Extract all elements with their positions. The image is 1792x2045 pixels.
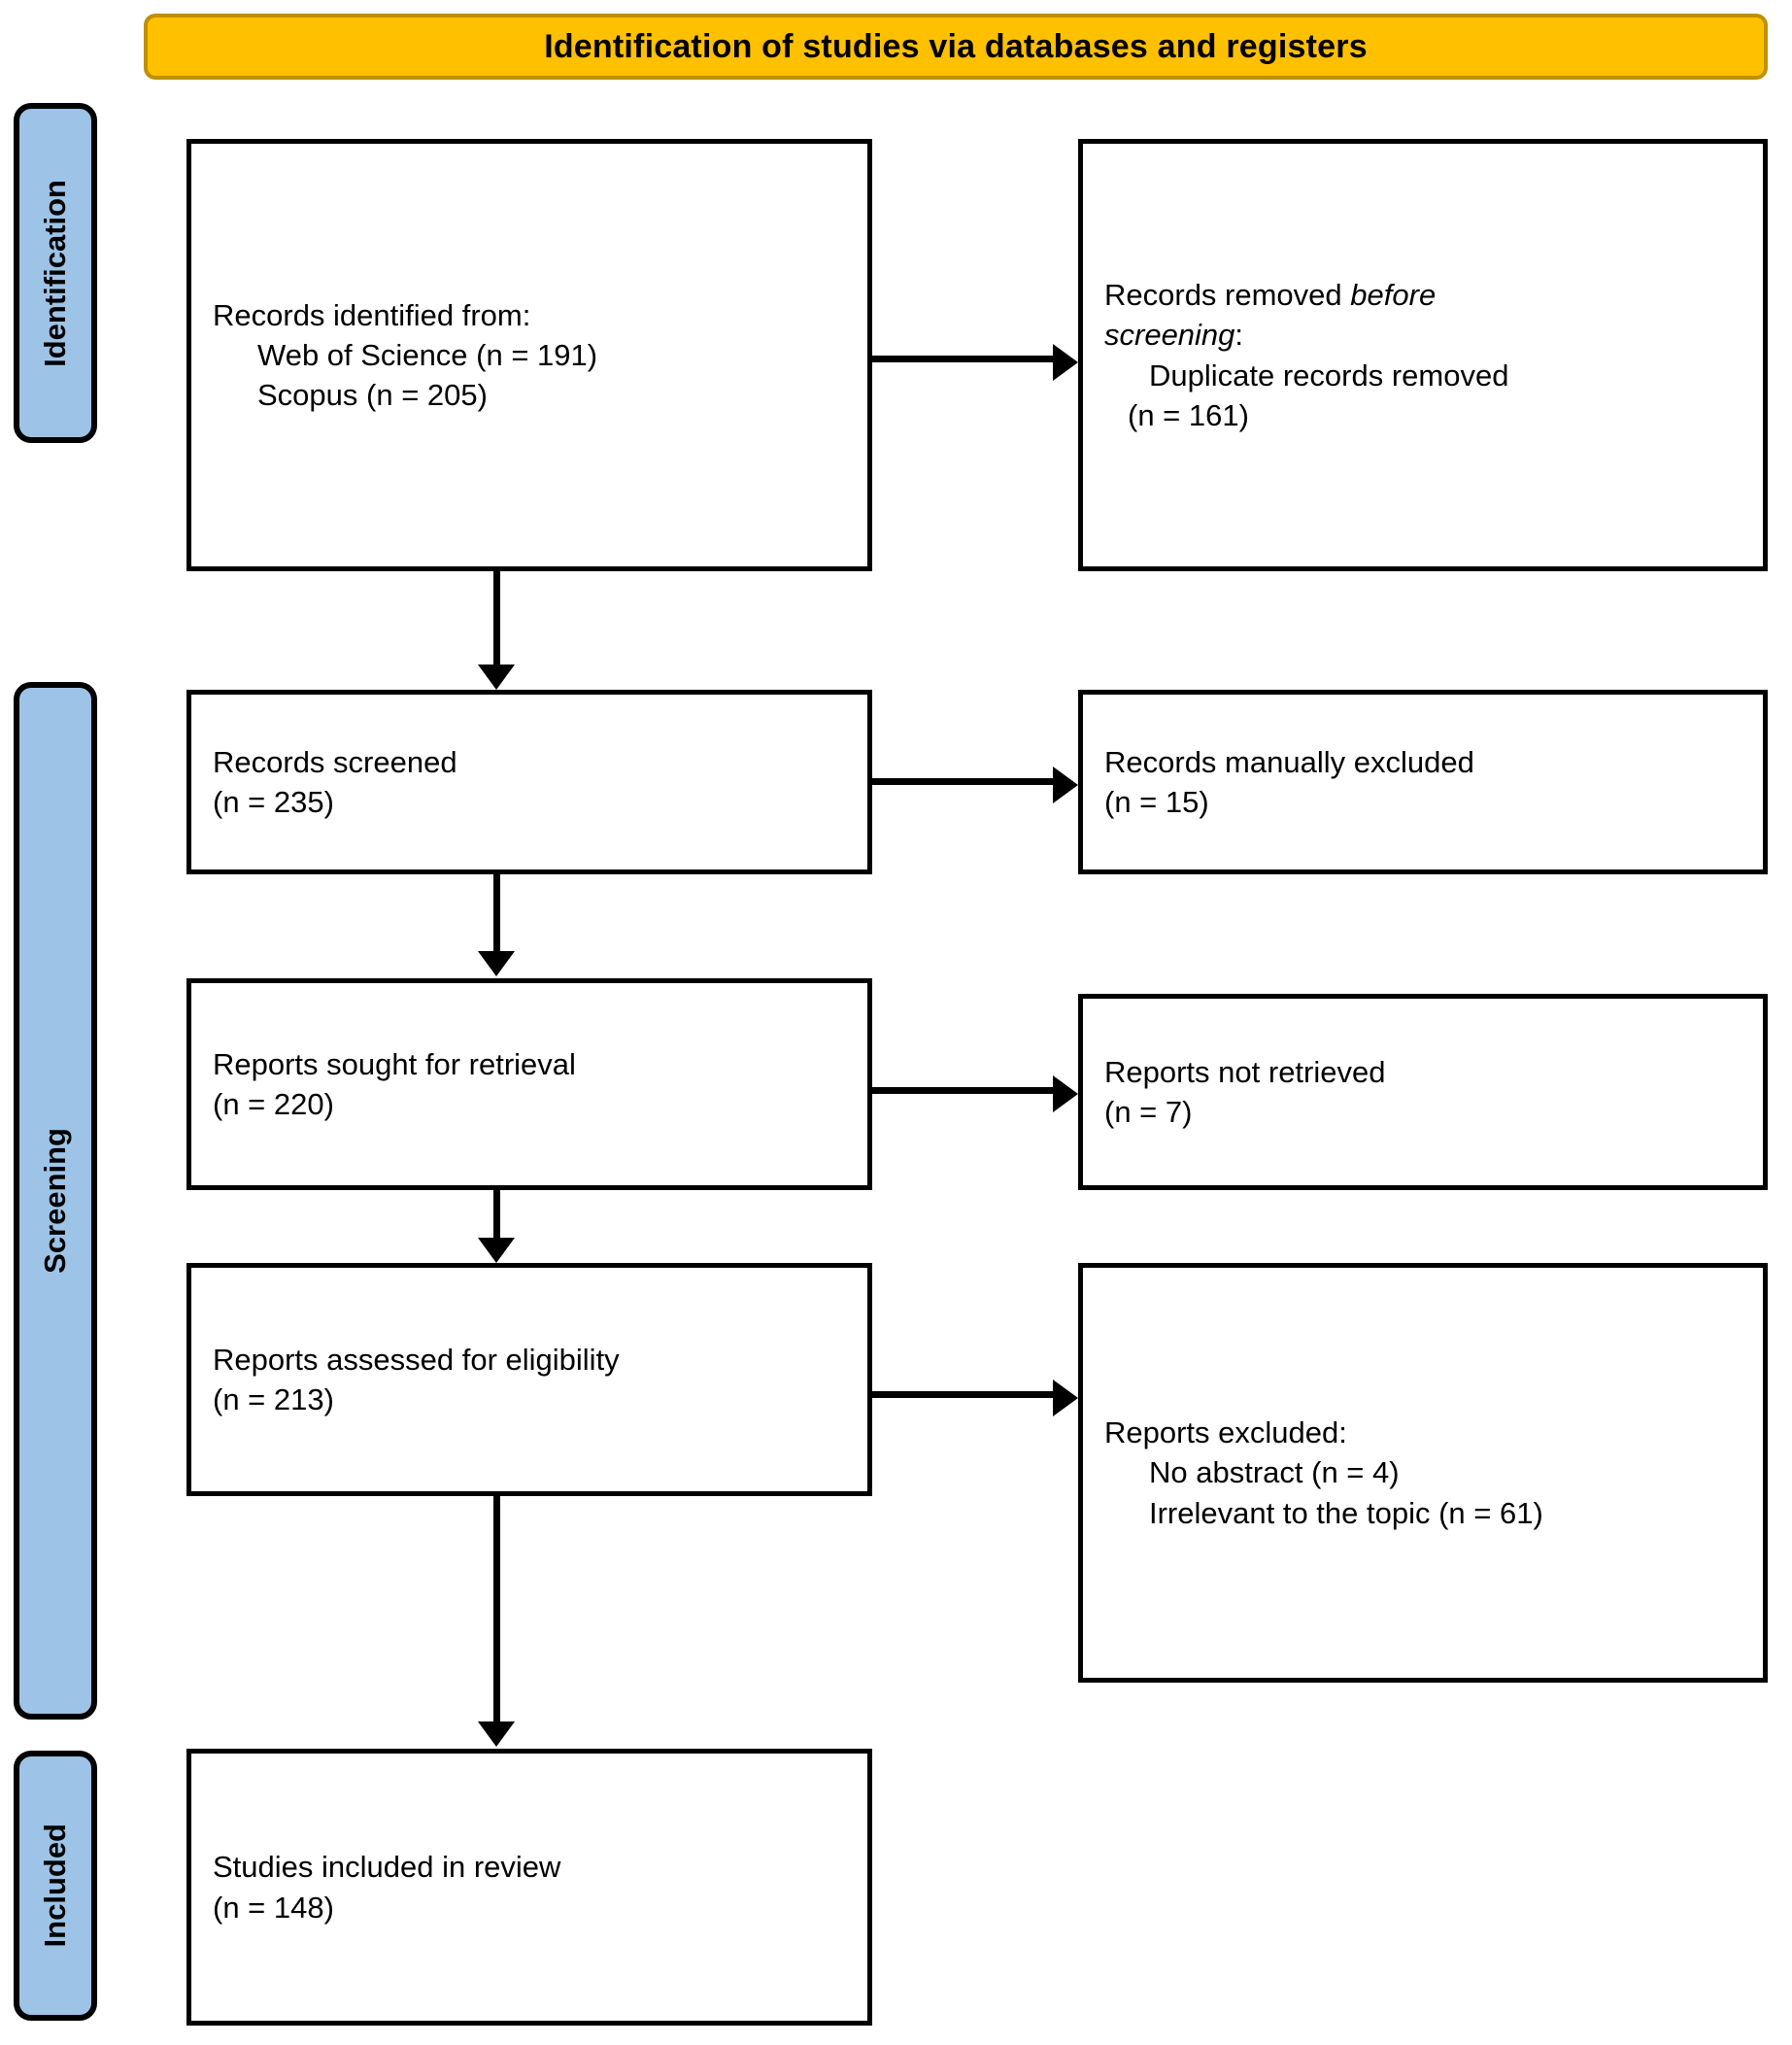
box-studies-included-line-1: Studies included in review (213, 1850, 561, 1885)
arrow-identified-to-removed-shaft (872, 356, 1057, 362)
box-reports-excluded: Reports excluded: No abstract (n = 4) Ir… (1078, 1263, 1768, 1683)
box-reports-assessed: Reports assessed for eligibility (n = 21… (186, 1263, 872, 1496)
stage-label-included-text: Included (38, 1823, 72, 1948)
box-records-removed: Records removed before screening: Duplic… (1078, 139, 1768, 571)
arrow-sought-to-assessed-shaft (493, 1190, 500, 1241)
box-records-identified-line-3: Scopus (n = 205) (257, 378, 488, 413)
arrow-assessed-to-excluded-head (1053, 1380, 1078, 1416)
box-records-screened: Records screened (n = 235) (186, 690, 872, 874)
arrow-sought-to-not-retrieved-shaft (872, 1087, 1057, 1094)
box-reports-sought-line-2: (n = 220) (213, 1087, 334, 1121)
phase-banner: Identification of studies via databases … (144, 14, 1768, 80)
box-records-screened-line-2: (n = 235) (213, 785, 334, 819)
box-reports-excluded-line-3: Irrelevant to the topic (n = 61) (1149, 1495, 1543, 1530)
stage-label-included: Included (14, 1751, 97, 2021)
box-records-removed-line-2b: : (1234, 318, 1244, 353)
arrow-identified-to-removed-head (1053, 344, 1078, 381)
arrow-identified-to-screened-shaft (493, 571, 500, 668)
stage-label-identification: Identification (14, 103, 97, 443)
box-reports-not-retrieved-line-1: Reports not retrieved (1104, 1054, 1386, 1089)
arrow-identified-to-screened-head (478, 665, 515, 690)
box-reports-not-retrieved: Reports not retrieved (n = 7) (1078, 994, 1768, 1190)
stage-label-screening: Screening (14, 682, 97, 1720)
box-reports-sought: Reports sought for retrieval (n = 220) (186, 978, 872, 1190)
box-records-removed-line-2a: screening (1104, 318, 1235, 353)
arrow-screened-to-sought-head (478, 951, 515, 976)
box-records-screened-line-1: Records screened (213, 744, 457, 779)
box-reports-assessed-line-1: Reports assessed for eligibility (213, 1342, 620, 1377)
box-records-identified: Records identified from: Web of Science … (186, 139, 872, 571)
box-records-removed-line-1b: before (1350, 278, 1437, 313)
box-records-removed-line-1a: Records removed (1104, 278, 1351, 313)
box-reports-not-retrieved-line-2: (n = 7) (1104, 1095, 1193, 1129)
stage-label-identification-text: Identification (38, 179, 72, 367)
box-records-removed-line-3: Duplicate records removed (1149, 358, 1509, 392)
arrow-assessed-to-excluded-shaft (872, 1391, 1057, 1398)
box-records-removed-line-4: (n = 161) (1128, 397, 1249, 432)
box-records-removed-line-1: Records removed before (1104, 275, 1741, 315)
box-records-identified-line-2: Web of Science (n = 191) (257, 337, 598, 372)
arrow-sought-to-not-retrieved-head (1053, 1075, 1078, 1112)
box-records-manually-excluded-line-2: (n = 15) (1104, 785, 1209, 819)
arrow-assessed-to-included-shaft (493, 1496, 500, 1724)
arrow-sought-to-assessed-head (478, 1238, 515, 1263)
box-reports-excluded-line-2: No abstract (n = 4) (1149, 1455, 1400, 1490)
box-records-removed-line-2: screening: (1104, 315, 1741, 355)
stage-label-screening-text: Screening (38, 1128, 72, 1274)
box-records-identified-line-1: Records identified from: (213, 297, 531, 332)
box-reports-excluded-line-1: Reports excluded: (1104, 1415, 1347, 1450)
phase-banner-title: Identification of studies via databases … (544, 27, 1368, 65)
box-studies-included: Studies included in review (n = 148) (186, 1749, 872, 2026)
box-reports-sought-line-1: Reports sought for retrieval (213, 1046, 576, 1081)
arrow-screened-to-excluded-manual-shaft (872, 778, 1057, 785)
arrow-screened-to-excluded-manual-head (1053, 767, 1078, 803)
box-reports-assessed-line-2: (n = 213) (213, 1382, 334, 1416)
box-records-manually-excluded-line-1: Records manually excluded (1104, 744, 1474, 779)
box-records-manually-excluded: Records manually excluded (n = 15) (1078, 690, 1768, 874)
arrow-screened-to-sought-shaft (493, 874, 500, 954)
arrow-assessed-to-included-head (478, 1721, 515, 1747)
box-studies-included-line-2: (n = 148) (213, 1890, 334, 1925)
